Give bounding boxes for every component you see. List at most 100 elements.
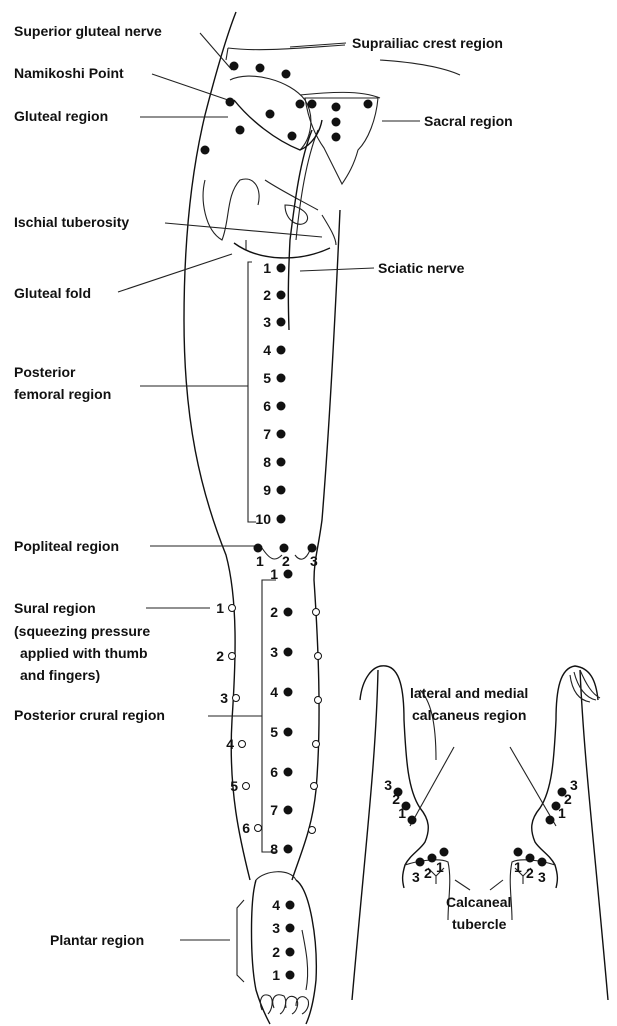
crural-point-number: 1 [270, 566, 278, 582]
femoral-point-dot [277, 402, 286, 411]
gluteal-point [296, 100, 305, 109]
sural-point-number: 1 [216, 600, 224, 616]
plantar-point-dot [286, 971, 295, 980]
sacral-point [332, 118, 341, 127]
label-calcaneus-line1: lateral and medial [410, 685, 528, 701]
label-plantar-region: Plantar region [50, 932, 144, 948]
left-tubercle-point-dot [440, 848, 449, 857]
crural-point-number: 6 [270, 764, 278, 780]
right-tubercle-point-dot [538, 858, 547, 867]
suprailiac-point [282, 70, 291, 79]
right-tubercle-point-number: 1 [514, 859, 522, 875]
femoral-point-number: 1 [263, 260, 271, 276]
sural-point-right-dot [313, 741, 320, 748]
suprailiac-point [256, 64, 265, 73]
gluteal-points [201, 62, 373, 155]
crural-point-dot [284, 806, 293, 815]
label-popliteal-region: Popliteal region [14, 538, 119, 554]
plantar-point-dot [286, 924, 295, 933]
label-sural-line2: (squeezing pressure [14, 623, 150, 639]
femoral-point-number: 3 [263, 314, 271, 330]
plantar-points: 4 3 2 1 [272, 897, 294, 983]
plantar-point-number: 1 [272, 967, 280, 983]
crural-point-dot [284, 688, 293, 697]
femoral-point-number: 4 [263, 342, 271, 358]
popliteal-point-dot [254, 544, 263, 553]
plantar-point-number: 2 [272, 944, 280, 960]
label-suprailiac: Suprailiac crest region [352, 35, 503, 51]
label-posterior-crural: Posterior crural region [14, 707, 165, 723]
plantar-point-dot [286, 901, 295, 910]
right-heel-point-number: 1 [558, 805, 566, 821]
left-tubercle-point-number: 1 [436, 859, 444, 875]
popliteal-point-number: 3 [310, 553, 318, 569]
femoral-point-dot [277, 515, 286, 524]
popliteal-point-number: 2 [282, 553, 290, 569]
sural-point-right-dot [315, 697, 322, 704]
sural-point-dot [233, 695, 240, 702]
right-heel-point-dot [546, 816, 555, 825]
sacral-point [308, 100, 317, 109]
femoral-point-number: 9 [263, 482, 271, 498]
crural-point-dot [284, 845, 293, 854]
femoral-point-number: 2 [263, 287, 271, 303]
crural-point-number: 2 [270, 604, 278, 620]
label-sural-line4: and fingers) [20, 667, 100, 683]
sural-point-number: 5 [230, 778, 238, 794]
label-superior-gluteal-nerve: Superior gluteal nerve [14, 23, 162, 39]
crural-point-number: 7 [270, 802, 278, 818]
plantar-point-number: 4 [272, 897, 280, 913]
sural-point-dot [243, 783, 250, 790]
femoral-point-number: 6 [263, 398, 271, 414]
sural-point-right-dot [309, 827, 316, 834]
femoral-point-number: 8 [263, 454, 271, 470]
leader-lines [118, 33, 556, 940]
popliteal-point-number: 1 [256, 553, 264, 569]
popliteal-points: 1 2 3 [254, 544, 319, 570]
crural-point-number: 5 [270, 724, 278, 740]
crural-point-dot [284, 648, 293, 657]
left-tubercle-point-number: 2 [424, 865, 432, 881]
crural-point-dot [284, 570, 293, 579]
sacral-point [332, 103, 341, 112]
label-namikoshi-point: Namikoshi Point [14, 65, 124, 81]
right-tubercle-point-dot [526, 854, 535, 863]
femoral-point-dot [277, 374, 286, 383]
femoral-point-dot [277, 458, 286, 467]
femoral-point-dot [277, 264, 286, 273]
right-tubercle-point-number: 2 [526, 865, 534, 881]
sural-point-dot [255, 825, 262, 832]
sural-point-number: 2 [216, 648, 224, 664]
sural-point-number: 6 [242, 820, 250, 836]
sural-point-dot [229, 605, 236, 612]
label-sural-line1: Sural region [14, 600, 96, 616]
sural-point-right-dot [311, 783, 318, 790]
label-ischial-tuberosity: Ischial tuberosity [14, 214, 129, 230]
gluteal-point [266, 110, 275, 119]
crural-point-dot [284, 728, 293, 737]
brackets [237, 262, 531, 982]
gluteal-point [201, 146, 210, 155]
sural-point-right-dot [313, 609, 320, 616]
plantar-point-number: 3 [272, 920, 280, 936]
label-sural-line3: applied with thumb [20, 645, 148, 661]
femoral-point-dot [277, 318, 286, 327]
femoral-point-dot [277, 346, 286, 355]
label-posterior-femoral-line2: femoral region [14, 386, 111, 402]
gluteal-point [236, 126, 245, 135]
crural-point-number: 4 [270, 684, 278, 700]
plantar-point-dot [286, 948, 295, 957]
sacral-point [332, 133, 341, 142]
sural-point-dot [229, 653, 236, 660]
foot-outline [252, 872, 317, 1024]
label-calcaneus-line2: calcaneus region [412, 707, 526, 723]
femoral-point-dot [277, 486, 286, 495]
label-gluteal-region: Gluteal region [14, 108, 108, 124]
namikoshi-point [226, 98, 235, 107]
crural-point-number: 3 [270, 644, 278, 660]
left-heel-point-number: 1 [398, 805, 406, 821]
popliteal-point-dot [280, 544, 289, 553]
